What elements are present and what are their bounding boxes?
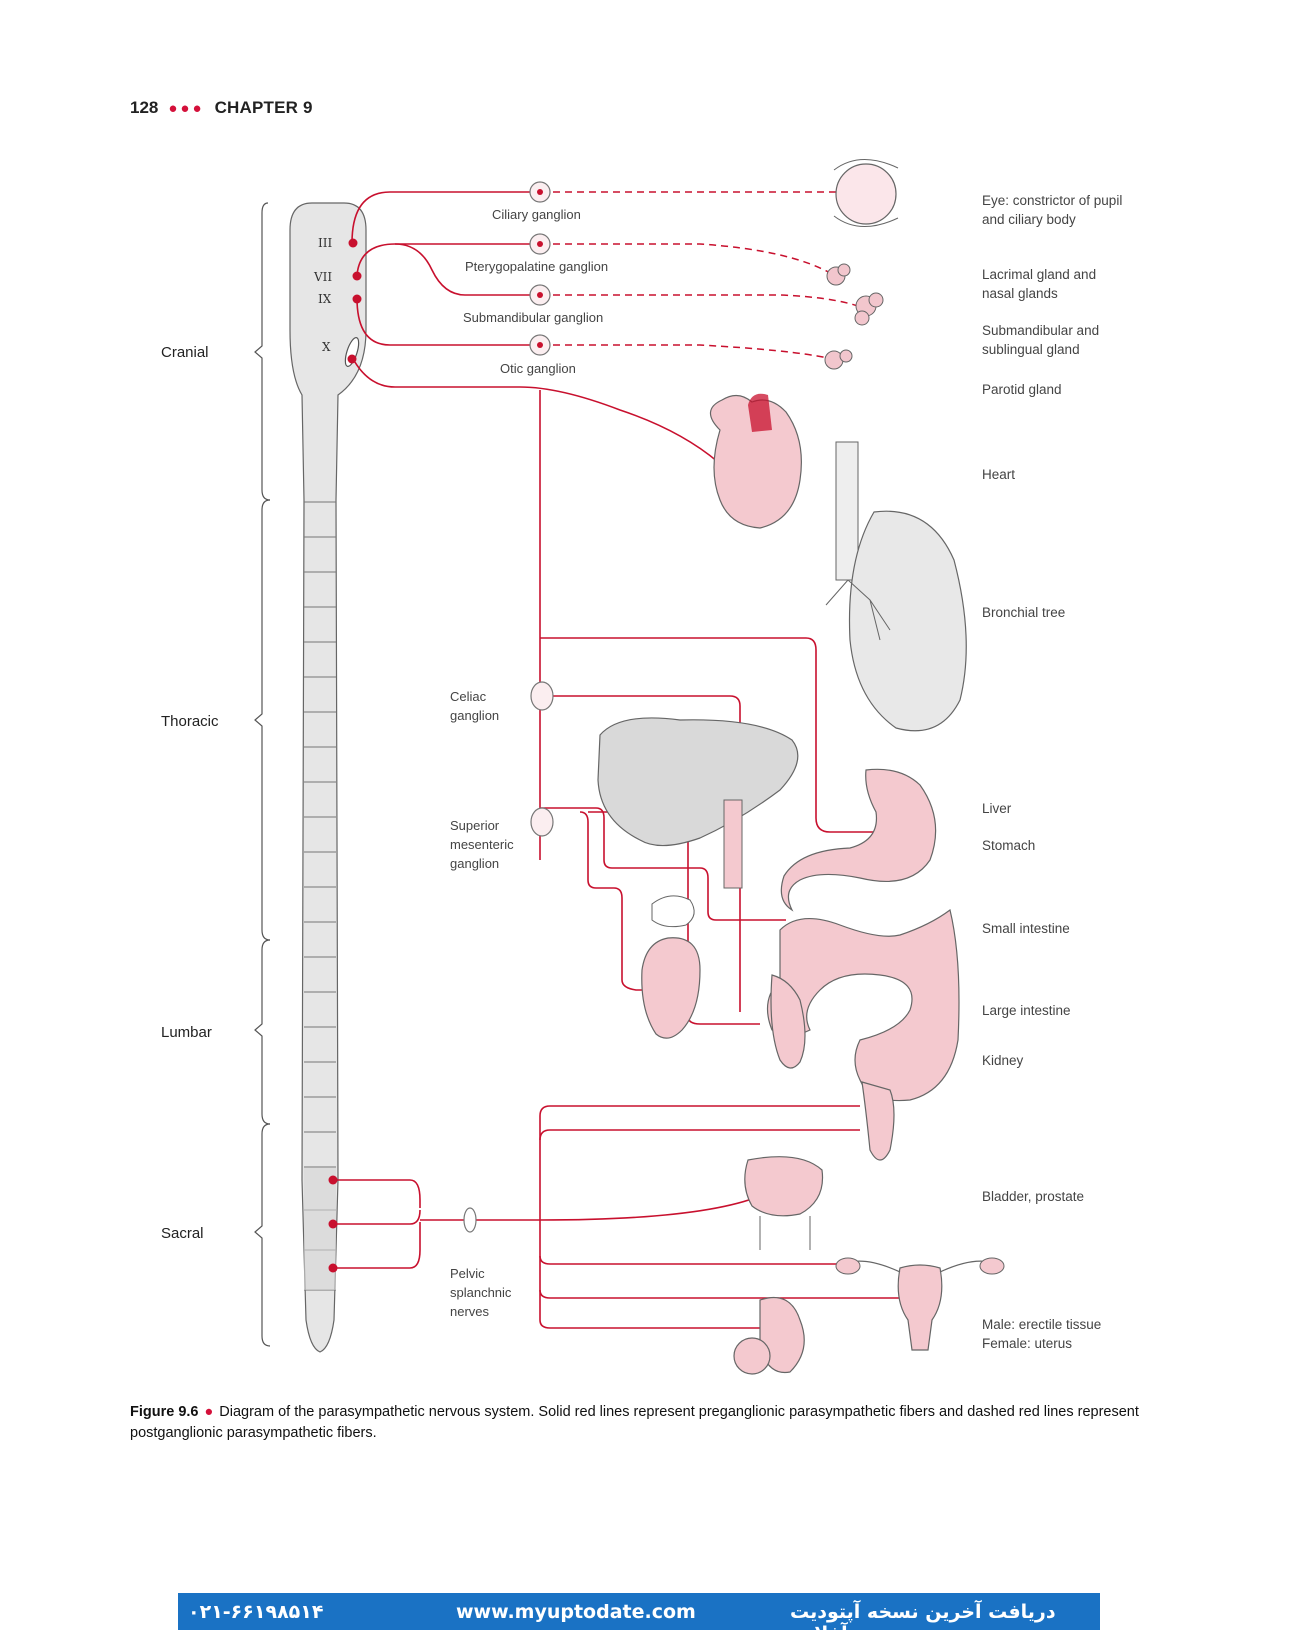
- footer-url[interactable]: www.myuptodate.com: [456, 1601, 696, 1623]
- ganglia: [463, 181, 554, 1233]
- page-number: 128: [130, 98, 159, 117]
- organ-uterus: [835, 1257, 1005, 1351]
- region-sacral: Sacral: [161, 1225, 204, 1242]
- organ-heart: [709, 393, 802, 529]
- caption-label: Figure 9.6: [130, 1404, 199, 1420]
- label-superior-mesenteric-2: mesenteric: [450, 837, 514, 852]
- organ-intestines: [766, 908, 960, 1161]
- label-pterygopalatine-ganglion: Pterygopalatine ganglion: [465, 259, 608, 274]
- target-bladder: Bladder, prostate: [982, 1189, 1084, 1204]
- nucleus-X: X: [322, 340, 331, 354]
- target-parotid: Parotid gland: [982, 382, 1062, 397]
- footer-promo: دریافت آخرین نسخه آپتودیت آفلاین: [790, 1601, 1056, 1645]
- chapter-title: CHAPTER 9: [214, 98, 313, 117]
- target-submandibular-1: Submandibular and: [982, 323, 1099, 338]
- label-pelvic-3: nerves: [450, 1304, 490, 1319]
- label-superior-mesenteric-3: ganglion: [450, 856, 499, 871]
- target-stomach: Stomach: [982, 838, 1035, 853]
- footer-banner[interactable]: ۰۲۱-۶۶۱۹۸۵۱۴ www.myuptodate.com دریافت آ…: [178, 1593, 1100, 1645]
- caption-text: Diagram of the parasympathetic nervous s…: [130, 1404, 1139, 1441]
- target-eye-2: and ciliary body: [982, 212, 1076, 227]
- nucleus-III: III: [318, 236, 332, 250]
- organ-bladder: [744, 1156, 824, 1250]
- nucleus-IX: IX: [318, 292, 332, 306]
- label-pelvic-1: Pelvic: [450, 1266, 485, 1281]
- target-lacrimal-2: nasal glands: [982, 286, 1058, 301]
- target-labels: Eye: constrictor of pupil and ciliary bo…: [982, 193, 1122, 1351]
- organ-bronchial-tree: [825, 441, 967, 732]
- spinal-cord: [289, 202, 367, 1353]
- target-submandibular-2: sublingual gland: [982, 342, 1080, 357]
- region-cranial: Cranial: [161, 344, 209, 361]
- region-lumbar: Lumbar: [161, 1024, 212, 1041]
- organ-male-genital: [733, 1296, 805, 1375]
- organ-stomach: [780, 768, 937, 912]
- organ-eye: [833, 159, 899, 227]
- label-celiac-2: ganglion: [450, 708, 499, 723]
- target-genital-1: Male: erectile tissue: [982, 1317, 1101, 1332]
- page-header: 128 ●●● CHAPTER 9: [130, 98, 313, 118]
- target-liver: Liver: [982, 801, 1012, 816]
- label-superior-mesenteric-1: Superior: [450, 818, 500, 833]
- footer-phone: ۰۲۱-۶۶۱۹۸۵۱۴: [188, 1601, 324, 1623]
- label-ciliary-ganglion: Ciliary ganglion: [492, 207, 581, 222]
- nuclei-dots: [328, 189, 543, 1273]
- organ-kidney: [641, 895, 701, 1039]
- region-thoracic: Thoracic: [161, 713, 219, 730]
- target-heart: Heart: [982, 467, 1015, 482]
- label-submandibular-ganglion: Submandibular ganglion: [463, 310, 603, 325]
- organ-liver: [597, 717, 799, 889]
- label-celiac-1: Celiac: [450, 689, 487, 704]
- parasympathetic-diagram: Cranial Thoracic Lumbar Sacral III VII I…: [161, 159, 1122, 1375]
- target-bronchial: Bronchial tree: [982, 605, 1065, 620]
- target-lacrimal-1: Lacrimal gland and: [982, 267, 1096, 282]
- nucleus-VII: VII: [313, 270, 332, 284]
- target-eye-1: Eye: constrictor of pupil: [982, 193, 1122, 208]
- header-dots: ●●●: [168, 99, 205, 117]
- region-brackets: [254, 202, 271, 1347]
- caption-dot: ●: [204, 1404, 214, 1420]
- target-small-intestine: Small intestine: [982, 921, 1070, 936]
- target-genital-2: Female: uterus: [982, 1336, 1072, 1351]
- label-pelvic-2: splanchnic: [450, 1285, 512, 1300]
- label-otic-ganglion: Otic ganglion: [500, 361, 576, 376]
- figure-caption: Figure 9.6 ●Diagram of the parasympatheti…: [130, 1402, 1170, 1444]
- target-kidney: Kidney: [982, 1053, 1024, 1068]
- target-large-intestine: Large intestine: [982, 1003, 1071, 1018]
- organ-glands: [824, 263, 884, 370]
